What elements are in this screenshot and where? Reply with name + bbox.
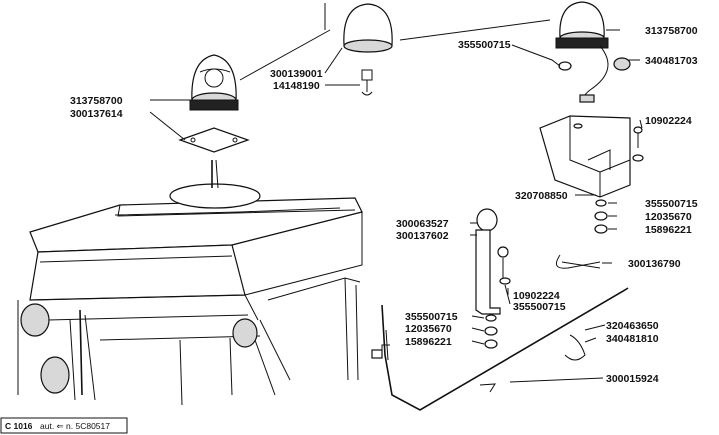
label-10902224-top: 10902224 [645, 115, 692, 127]
label-340481810: 340481810 [606, 333, 659, 345]
disc-and-post [475, 208, 511, 349]
label-300137602: 300137602 [396, 230, 449, 242]
label-300136790: 300136790 [628, 258, 681, 270]
label-320708850: 320708850 [515, 190, 568, 202]
label-300063527: 300063527 [396, 218, 449, 230]
beacon-left [178, 54, 250, 153]
footer-code: C 1016 [5, 421, 33, 431]
label-12035670-mid: 12035670 [645, 211, 692, 223]
label-15896221-left: 15896221 [405, 336, 452, 348]
cab-roof-illustration [17, 159, 363, 406]
dome-lens [343, 3, 393, 96]
mounting-bracket [539, 115, 644, 234]
label-14148190: 14148190 [273, 80, 320, 92]
label-340481703: 340481703 [645, 55, 698, 67]
label-300137614: 300137614 [70, 108, 123, 120]
label-320463650: 320463650 [606, 320, 659, 332]
beacon-right [555, 1, 631, 103]
label-12035670-left: 12035670 [405, 323, 452, 335]
label-313758700-left: 313758700 [70, 95, 123, 107]
footer-note: aut. ⇐ n. 5C80517 [40, 421, 110, 431]
label-10902224-low: 10902224 [513, 290, 560, 302]
label-355500715-low: 355500715 [513, 301, 566, 313]
label-300139001: 300139001 [270, 68, 323, 80]
leader-lines [149, 3, 643, 383]
wiring-harness [371, 254, 629, 411]
label-355500715-left: 355500715 [405, 311, 458, 323]
label-355500715-mid: 355500715 [645, 198, 698, 210]
label-355500715-top: 355500715 [458, 39, 511, 51]
footer-code-box: C 1016 aut. ⇐ n. 5C80517 [0, 417, 128, 434]
label-313758700-right: 313758700 [645, 25, 698, 37]
label-300015924: 300015924 [606, 373, 659, 385]
part-number-labels: 313758700 300137614 300139001 14148190 3… [70, 25, 698, 385]
label-15896221-mid: 15896221 [645, 224, 692, 236]
